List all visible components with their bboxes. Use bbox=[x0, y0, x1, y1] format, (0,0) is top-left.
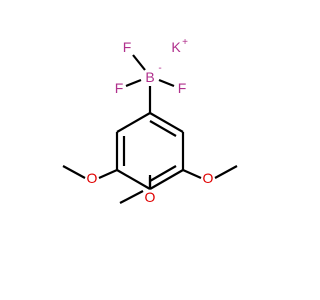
bond-o-left-methyl bbox=[62, 165, 86, 179]
bond-b-f-right bbox=[158, 78, 175, 88]
bond-c3-o-right bbox=[182, 168, 202, 180]
atom-f-right: F bbox=[178, 80, 187, 96]
bond-c1-c2 bbox=[149, 112, 184, 133]
atom-o-left: O bbox=[87, 170, 98, 186]
bond-c4-c5 bbox=[116, 169, 151, 190]
atom-f-top: F bbox=[123, 39, 132, 55]
bond-b-f-top bbox=[132, 54, 146, 71]
bond-c5-o-left bbox=[98, 168, 118, 180]
atom-potassium: K bbox=[171, 39, 181, 55]
atom-labels: F F F B - K + O O O bbox=[87, 37, 214, 205]
bond-o-right-methyl bbox=[214, 165, 238, 179]
bonds bbox=[62, 54, 238, 204]
molecule-diagram: F F F B - K + O O O bbox=[62, 37, 238, 205]
bond-c3-c4 bbox=[149, 169, 184, 190]
potassium-charge: + bbox=[182, 37, 188, 48]
bond-o-bottom-methyl-line bbox=[119, 190, 144, 204]
boron-charge: - bbox=[158, 63, 161, 74]
atom-f-left: F bbox=[115, 80, 124, 96]
bond-b-f-left bbox=[125, 78, 142, 88]
bond-c6-c1 bbox=[116, 112, 151, 133]
atom-boron: B bbox=[145, 69, 154, 85]
atom-o-right: O bbox=[203, 170, 214, 186]
double-bond-c3-c4 bbox=[149, 165, 177, 182]
atom-o-bottom: O bbox=[145, 189, 156, 205]
double-bond-c1-c2 bbox=[149, 120, 177, 137]
